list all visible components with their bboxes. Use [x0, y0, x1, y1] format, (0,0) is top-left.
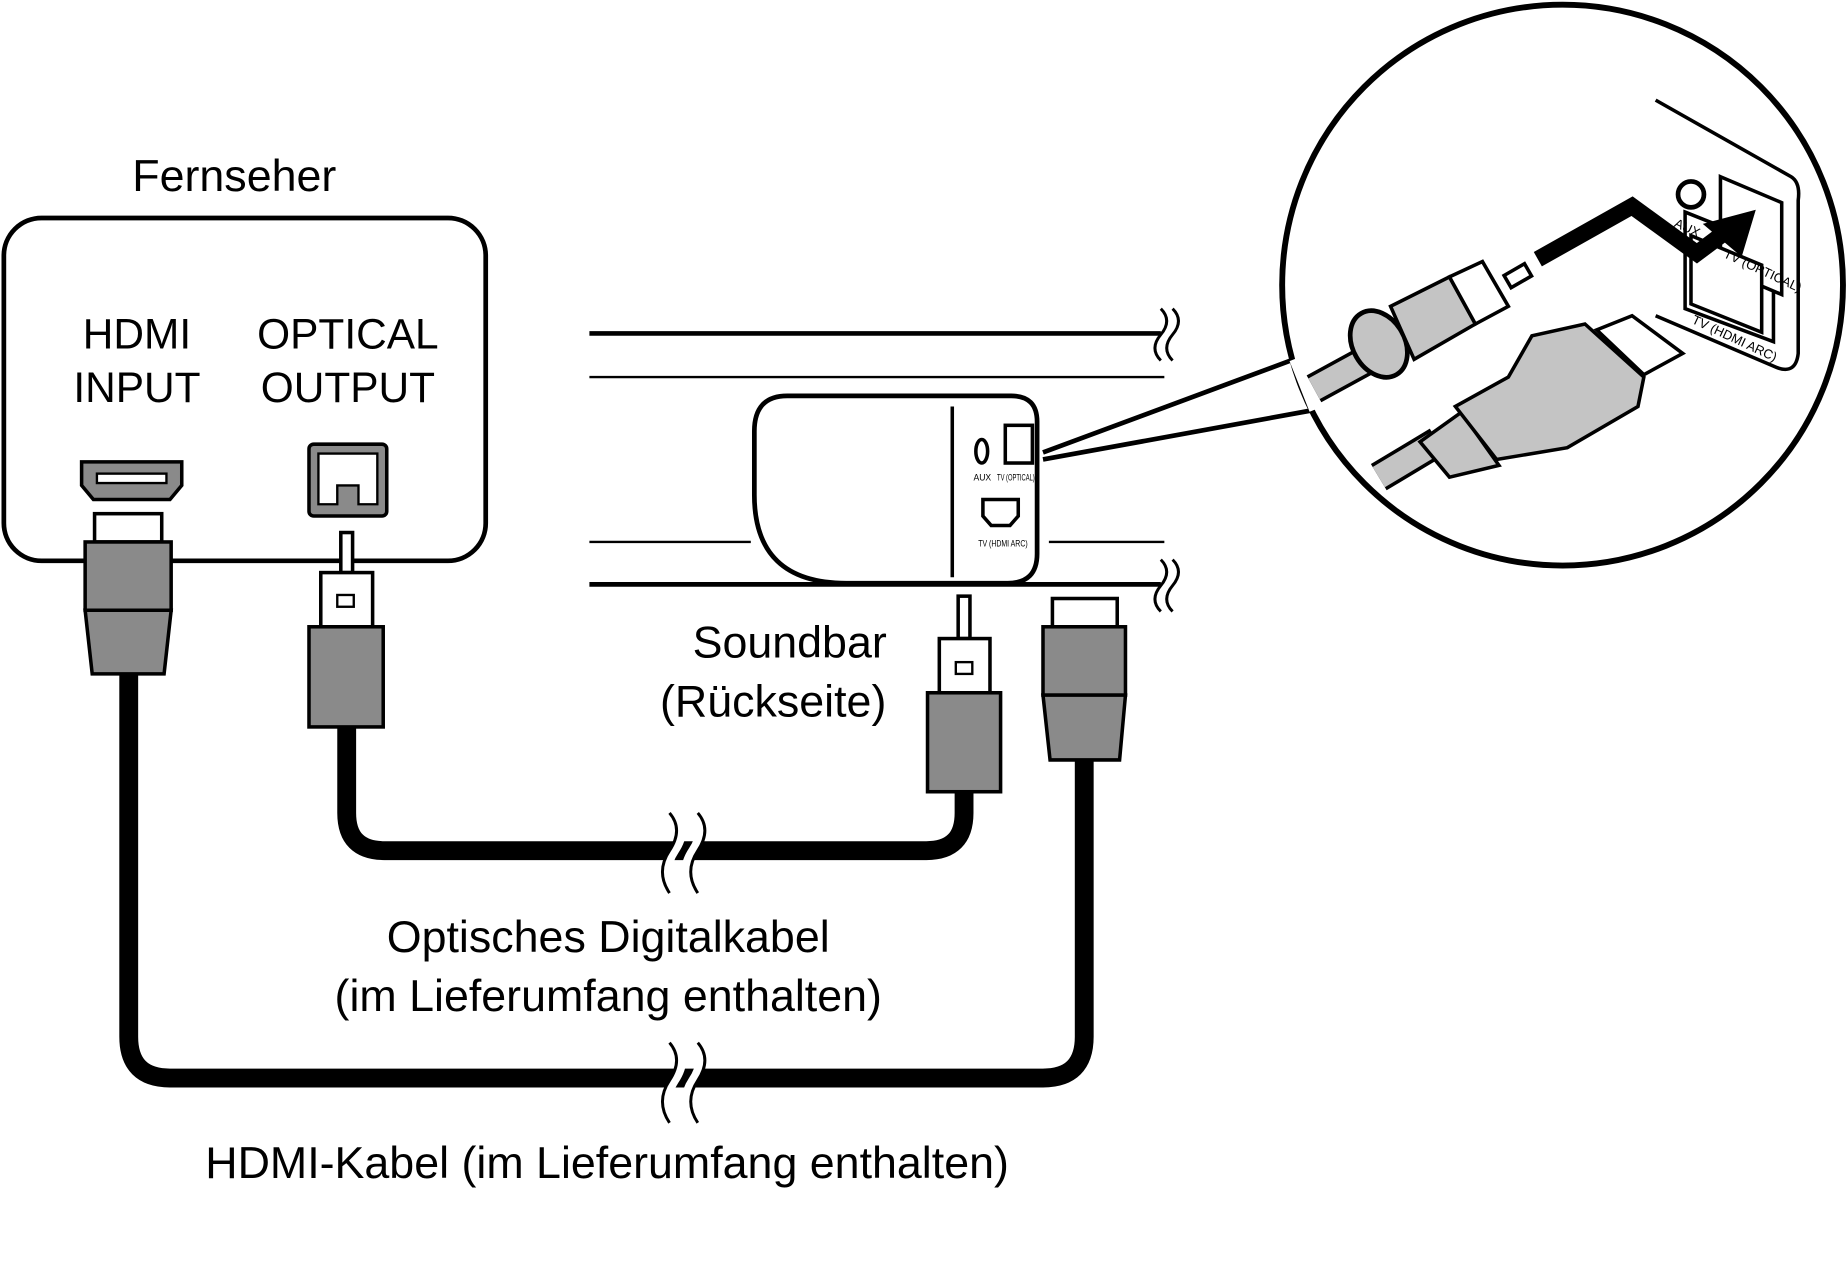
- tv-title: Fernseher: [132, 151, 336, 201]
- hdmi-cable: [119, 669, 1094, 1126]
- optical-label: TV (OPTICAL): [997, 472, 1035, 483]
- optical-cable: [337, 721, 974, 896]
- hdmi-port-icon: [1689, 232, 1764, 335]
- hdmi-port-icon: [79, 460, 184, 502]
- hdmi-cable-label: HDMI-Kabel (im Lieferumfang enthalten): [205, 1138, 1009, 1188]
- cable-break-icon: [662, 1039, 705, 1126]
- optical-output-label-1: OPTICAL: [257, 311, 438, 358]
- optical-port-icon: [307, 442, 389, 518]
- callout-magnifier: AUX TV (OPTICAL) TV (HDMI ARC): [1042, 1, 1846, 569]
- soundbar-subtitle: (Rückseite): [660, 676, 886, 726]
- optical-cable-label: Optisches Digitalkabel: [387, 912, 830, 962]
- hdmi-plug-tv: [83, 511, 174, 676]
- optical-output-label-2: OUTPUT: [261, 364, 435, 411]
- optical-plug-soundbar: [925, 594, 1003, 794]
- break-mark-icon: [1153, 307, 1180, 362]
- aux-port-icon: [1675, 179, 1707, 210]
- optical-plug-tv: [307, 530, 385, 729]
- optical-cable-sublabel: (im Lieferumfang enthalten): [335, 971, 882, 1021]
- hdmi-plug-soundbar: [1041, 596, 1128, 762]
- soundbar-title: Soundbar: [693, 617, 887, 667]
- break-mark-icon: [1153, 558, 1180, 613]
- hdmi-input-label-1: HDMI: [83, 311, 191, 358]
- tv: Fernseher HDMI INPUT OPTICAL OUTPUT: [1, 151, 489, 564]
- soundbar: AUX TV (OPTICAL) TV (HDMI ARC) Soundbar …: [660, 393, 1040, 726]
- aux-port-icon: [974, 437, 990, 465]
- hdmi-port-icon: [981, 497, 1021, 528]
- optical-port-icon: [1003, 423, 1035, 465]
- arrow-icon: [1533, 196, 1726, 267]
- aux-label: AUX: [973, 472, 991, 483]
- hdmi-arc-label: TV (HDMI ARC): [978, 538, 1027, 549]
- hdmi-input-label-2: INPUT: [73, 364, 200, 411]
- cable-break-icon: [662, 809, 705, 896]
